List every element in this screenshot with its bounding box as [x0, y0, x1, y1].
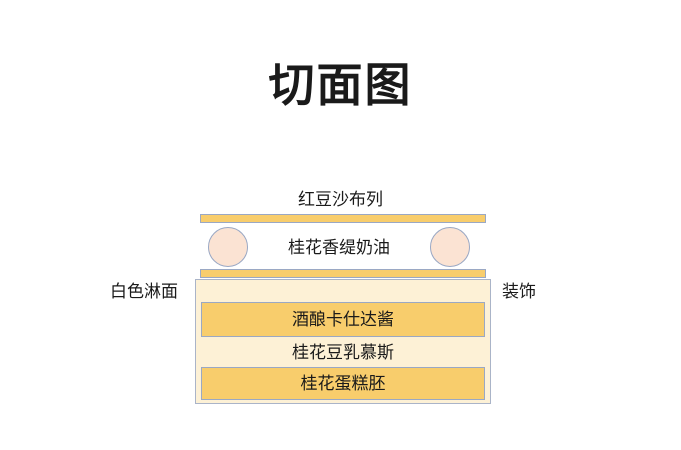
cake-base-label: 桂花蛋糕胚 [300, 374, 386, 394]
top-breton-bar [200, 214, 486, 223]
mousse-label: 桂花豆乳慕斯 [292, 343, 394, 363]
decoration-label: 装饰 [502, 282, 536, 302]
cake-base-layer [201, 367, 485, 400]
custard-layer [201, 302, 485, 337]
red-bean-ball-right [430, 227, 470, 267]
white-glaze-label: 白色淋面 [110, 282, 178, 302]
top-decoration-label: 红豆沙布列 [298, 190, 383, 210]
custard-label: 酒酿卡仕达酱 [292, 310, 394, 330]
red-bean-ball-left [208, 227, 248, 267]
page-title: 切面图 [268, 58, 413, 112]
filling-label: 桂花香缇奶油 [288, 238, 390, 258]
lower-breton-bar [200, 269, 486, 278]
